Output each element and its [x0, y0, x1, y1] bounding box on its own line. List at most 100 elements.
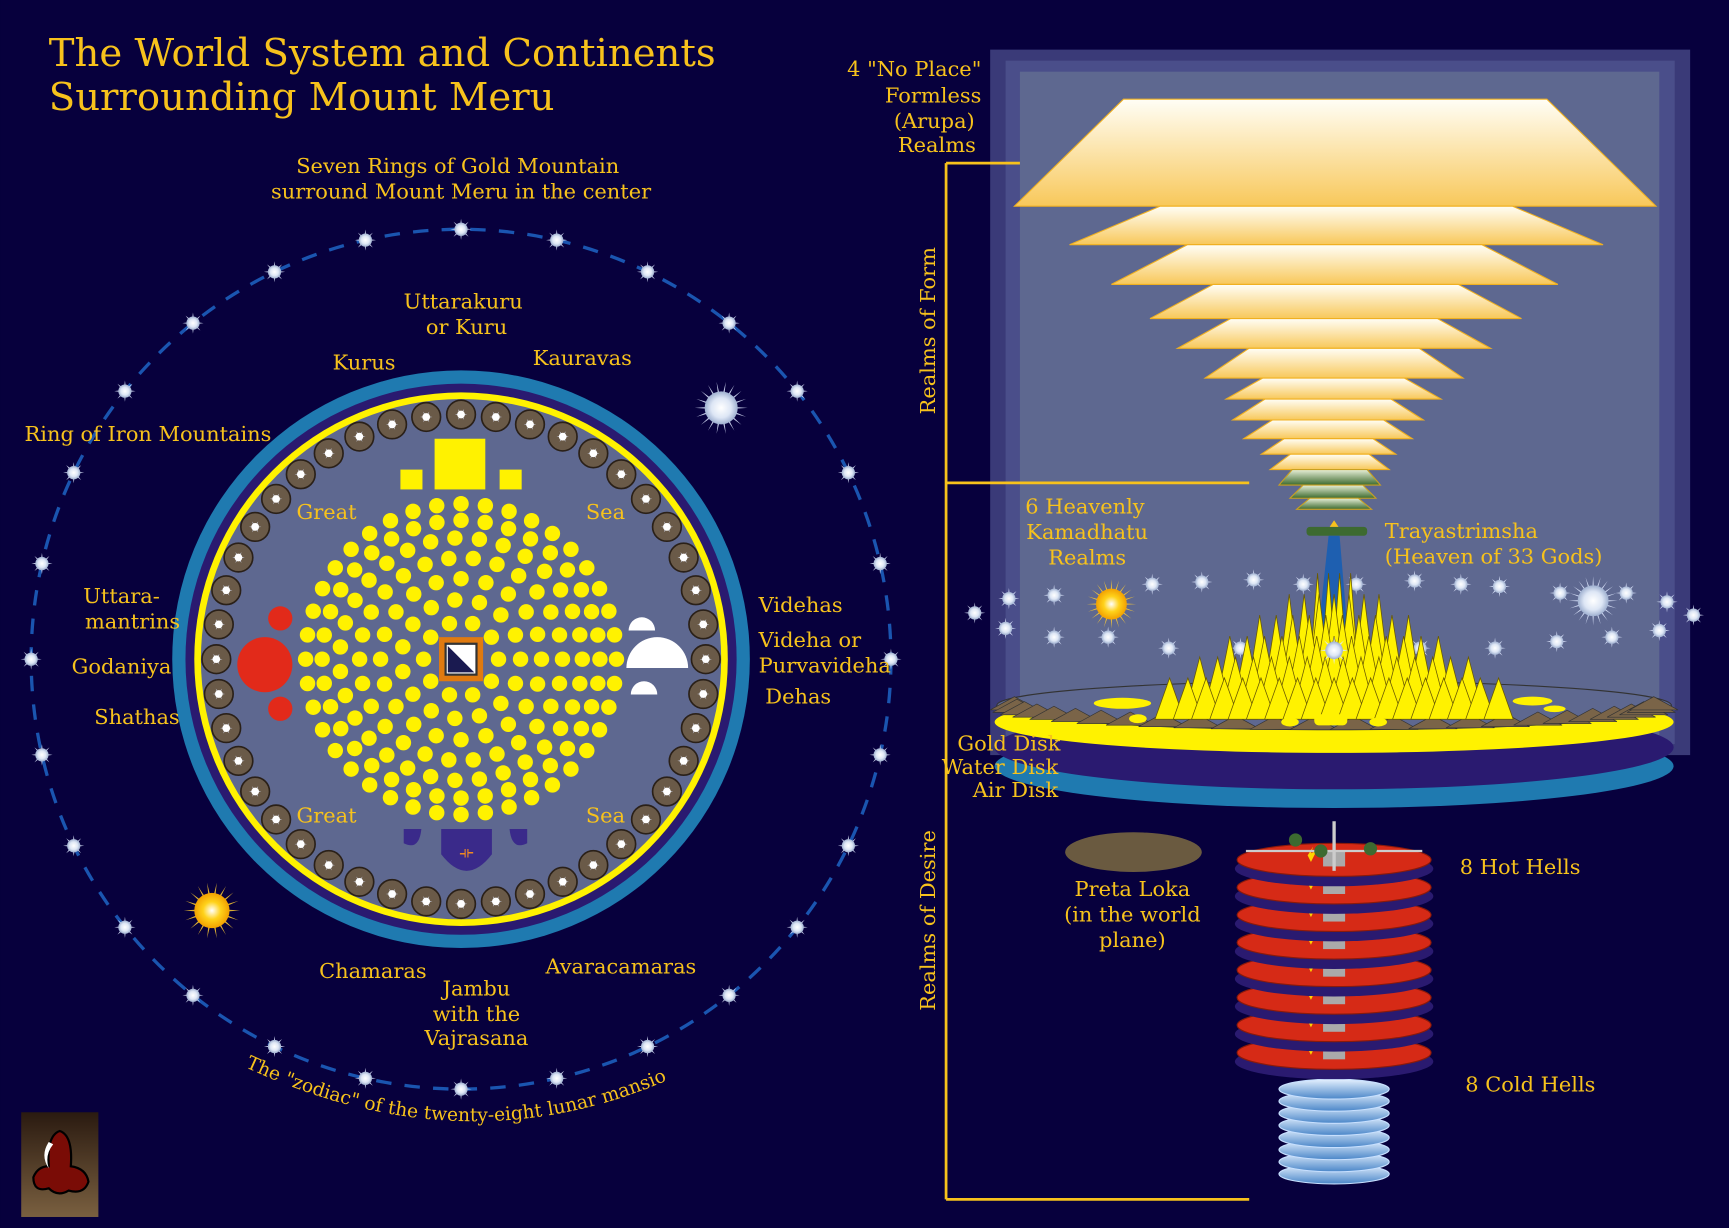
gold-mountain-dot	[453, 790, 469, 806]
mountain-peak-icon	[322, 447, 335, 459]
heaven-star-icon	[1403, 570, 1426, 592]
mountain-peak-icon	[677, 755, 690, 767]
lunar-mansion-stars	[20, 218, 902, 1100]
cold-hells-stack	[1278, 1078, 1390, 1185]
gold-mountain-dot	[383, 531, 400, 547]
cold-hell-layer	[1278, 1078, 1390, 1100]
gold-mountain-dot	[477, 514, 493, 531]
formless-label-4: Realms	[898, 133, 976, 157]
gold-mountain-dot	[591, 722, 608, 738]
form-realm-tier	[1241, 419, 1415, 440]
gold-mountain-dot	[477, 788, 493, 804]
sun-icon	[183, 882, 241, 939]
kamadhatu-label-3: Realms	[1048, 545, 1126, 569]
buddha-logo	[21, 1112, 99, 1217]
preta-loka-disk	[1065, 832, 1202, 872]
iron-mountain-icon	[201, 644, 232, 675]
iron-mountain-icon	[688, 609, 719, 640]
gold-mountain-dot	[579, 560, 595, 576]
heaven-star-icon	[1292, 573, 1314, 595]
gold-mountain-dot	[478, 574, 494, 591]
mountain-peak-icon	[248, 521, 262, 533]
gold-mountain-dot	[590, 627, 606, 643]
iron-mountain-icon	[203, 678, 234, 710]
chamaras-label: Chamaras	[319, 959, 427, 983]
gold-mountain-dot	[305, 699, 321, 715]
gold-mountain-dot	[507, 627, 524, 643]
gold-mountain-dot	[500, 586, 517, 602]
gold-mountain-dot	[572, 627, 588, 643]
videha-label: Videha or	[758, 628, 862, 652]
preta-loka-label-2: (in the world	[1064, 903, 1201, 927]
gold-mountain-dot	[395, 734, 412, 751]
gold-mountain-dot	[517, 754, 533, 770]
mountain-peak-icon	[232, 552, 245, 563]
iron-mountain-icon	[211, 575, 242, 606]
kamadhatu-tier	[1288, 484, 1378, 499]
purvavideha-label: Purvavideha	[759, 653, 891, 677]
gold-mountain-dot	[554, 651, 571, 667]
gold-mountain-dot	[493, 695, 509, 712]
gold-mountain-dot	[500, 716, 517, 733]
heaven-star-icon	[1601, 626, 1623, 648]
gold-mountain-dot	[297, 651, 314, 667]
mountain-peak-icon	[677, 552, 690, 563]
gold-mountain-dot	[529, 676, 546, 692]
gold-mountain-dot	[572, 675, 588, 692]
gold-mountain-dot	[523, 512, 540, 529]
iron-mountain-icon	[668, 745, 699, 777]
mountain-peak-icon	[210, 653, 223, 665]
lunar-mansion-star-icon	[20, 648, 42, 670]
trayastrimsha-label-2: (Heaven of 33 Gods)	[1385, 544, 1603, 568]
realms-of-form-label: Realms of Form	[916, 247, 940, 415]
mountain-peak-icon	[689, 722, 703, 734]
rim-mountain	[1076, 709, 1126, 724]
iron-mountain-icon	[285, 828, 316, 860]
gold-mountain-dot	[343, 761, 359, 777]
gold-mountain-dot	[441, 687, 458, 703]
gold-mountain-dot	[536, 563, 553, 580]
iron-mountain-icon	[680, 575, 712, 606]
gold-mountain-dot	[376, 626, 393, 643]
heaven-star-icon	[1158, 637, 1180, 659]
gold-mountain-dot	[517, 548, 533, 565]
cold-hells-label: 8 Cold Hells	[1465, 1072, 1595, 1096]
tree-icon	[1288, 833, 1303, 847]
form-realm-tier	[1149, 283, 1522, 320]
iron-mountain-icon	[203, 609, 234, 640]
heaven-star-icon	[1450, 573, 1472, 595]
gold-mountain-dot	[376, 676, 393, 692]
heaven-star-icon	[1648, 619, 1670, 642]
heaven-star-icon	[1043, 584, 1065, 606]
moon-icon	[694, 381, 748, 434]
moon-icon	[1568, 576, 1618, 626]
gold-mountain-dot	[333, 582, 349, 598]
gold-mountain-dot	[477, 497, 494, 514]
gold-mountain-dot	[447, 710, 463, 727]
formless-label: 4 "No Place"	[847, 57, 981, 81]
moon-icon	[694, 381, 748, 434]
iron-mountain-icon	[547, 421, 578, 452]
iron-mountain-icon	[606, 828, 637, 860]
gold-mountain-dot	[388, 698, 404, 715]
vajrasana-mark: ⟛	[460, 844, 474, 862]
iron-mountain-icon	[651, 511, 683, 543]
gold-mountain-dot	[512, 651, 529, 667]
heaven-star-icon	[1043, 626, 1065, 648]
gold-mountain-dot	[395, 663, 411, 680]
gold-mountain-dot	[522, 771, 539, 788]
gold-mountain-dot	[379, 747, 395, 763]
gold-mountain-dot	[363, 698, 379, 715]
heaven-star-icon	[1546, 630, 1568, 653]
gold-mountain-dot	[399, 542, 416, 559]
gold-mountain-dot	[543, 604, 559, 620]
gold-mountain-dot	[542, 757, 559, 774]
gold-mountain-dot	[447, 592, 463, 608]
gold-mountain-dot	[299, 675, 316, 692]
uttarakuru-continent-icon	[400, 438, 522, 490]
heaven-star-icon	[1141, 573, 1163, 595]
lunar-mansion-star-icon	[786, 380, 808, 402]
gold-mountain-dot	[583, 603, 600, 620]
heaven-star-icon	[1656, 591, 1678, 613]
mountain-peak-icon	[269, 493, 283, 505]
